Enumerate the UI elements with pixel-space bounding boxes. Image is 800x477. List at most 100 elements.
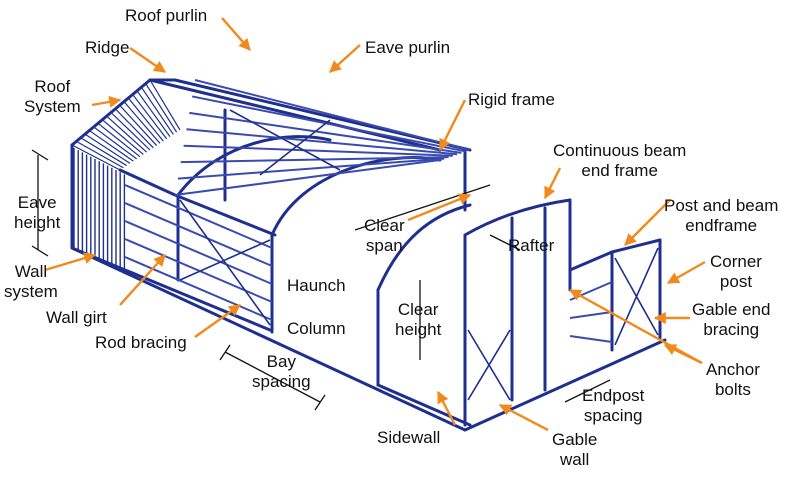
- base-sidewall: [70, 246, 467, 432]
- dimension-lines: [31, 149, 611, 411]
- label-roof-purlin: Roof purlin: [125, 6, 208, 25]
- roof-corrugation: [101, 119, 144, 155]
- gable-end-bracing-x: [614, 247, 659, 346]
- base-gablewall: [463, 338, 667, 432]
- gable-bracing-x1: [467, 329, 511, 401]
- bay-spacing-tick-b: [314, 394, 326, 411]
- label-rafter: Rafter: [508, 236, 555, 255]
- roof-corrugation: [76, 140, 124, 169]
- roof-corrugation: [136, 90, 171, 138]
- roof-corrugation: [145, 83, 178, 133]
- wall-sheeting: [73, 148, 126, 274]
- end-wall-outline: [70, 143, 272, 332]
- roof-purlin-line: [186, 128, 458, 156]
- girts-and-purlins: [124, 79, 613, 343]
- bay-spacing-tick-a: [219, 344, 231, 361]
- label-clear-span: Clear span: [364, 216, 405, 255]
- arrow-wall-system: [44, 252, 97, 272]
- wall-girt: [124, 256, 273, 321]
- wall-girt: [124, 238, 273, 303]
- roof-corrugation: [140, 86, 174, 135]
- arrow-gable-wall: [498, 403, 549, 432]
- label-anchor-bolts: Anchor bolts: [706, 360, 760, 399]
- clear-span-dim: [354, 184, 491, 231]
- arrow-eave-purlin: [329, 44, 361, 73]
- label-bay-spacing: Bay spacing: [252, 352, 311, 391]
- label-eave-height: Eave height: [14, 193, 61, 232]
- wall-girt: [124, 202, 273, 267]
- roof-purlin-line: [189, 111, 462, 154]
- roof-corrugation: [132, 94, 168, 140]
- label-continuous-beam-end-frame: Continuous beam end frame: [553, 141, 687, 180]
- wall-girt: [124, 184, 273, 249]
- eave-height-tick-top: [31, 149, 49, 161]
- endframe-girt: [569, 335, 613, 343]
- roof-purlin-line: [183, 144, 453, 157]
- roof-bracing: [229, 109, 341, 176]
- post-beam-top: [568, 238, 662, 272]
- arrow-wall-girt: [119, 254, 166, 306]
- wall-girt: [124, 220, 273, 285]
- rod-bracing-x1: [179, 199, 271, 326]
- arrow-post-beam: [624, 199, 671, 246]
- rigid-frame-1: [176, 135, 332, 197]
- label-endpost-spacing: Endpost spacing: [582, 386, 645, 425]
- label-ridge: Ridge: [85, 38, 130, 57]
- arrow-rod-bracing: [194, 304, 241, 338]
- rafter-dim: [489, 234, 521, 251]
- endframe-girt: [569, 311, 613, 319]
- roof-purlin-line: [177, 157, 445, 180]
- roof-corrugation: [106, 115, 148, 153]
- roof-corrugation: [149, 79, 181, 131]
- roof-corrugation: [84, 133, 131, 164]
- arrow-anchor-bolts-2: [663, 343, 703, 365]
- arrow-clear-span: [407, 193, 472, 222]
- roof-corrugation: [110, 112, 151, 151]
- label-sidewall: Sidewall: [377, 428, 441, 447]
- roof-corrugation: [123, 101, 161, 144]
- roof-purlin-line: [194, 79, 471, 151]
- roof-corrugation: [114, 108, 154, 149]
- arrow-rigid-frame: [438, 99, 467, 152]
- arrow-anchor-bolts-1: [568, 288, 703, 365]
- label-gable-end-bracing: Gable end bracing: [692, 300, 771, 339]
- end-frame-rafter: [463, 198, 572, 237]
- bay-spacing-dim: [224, 351, 321, 403]
- roof-corrugation: [127, 97, 164, 142]
- roof-corrugation: [97, 122, 141, 158]
- label-rod-bracing: Rod bracing: [95, 333, 187, 352]
- ridge-beam: [148, 78, 442, 152]
- label-column: Column: [287, 319, 346, 338]
- base-back: [376, 383, 472, 427]
- endframe-girt: [569, 281, 613, 301]
- label-roof-system: Roof System: [24, 77, 81, 116]
- roof-purlin-line: [174, 159, 441, 196]
- rafter-arch: [376, 203, 472, 292]
- leader-arrows: [44, 17, 706, 432]
- arrow-sidewall: [436, 390, 457, 426]
- roof-corrugation: [80, 137, 127, 167]
- arrow-corner-post: [666, 260, 706, 285]
- label-haunch: Haunch: [287, 276, 346, 295]
- arrow-continuous-beam: [543, 167, 562, 200]
- label-clear-height: Clear height: [395, 300, 442, 339]
- endpost-spacing-dim: [564, 379, 611, 403]
- eave-height-tick-bottom: [31, 245, 49, 257]
- label-rigid-frame: Rigid frame: [468, 90, 555, 109]
- roof-corrugation: [119, 104, 158, 146]
- label-wall-system: Wall system: [4, 262, 58, 301]
- roof-purlin-line: [191, 95, 466, 153]
- arrow-roof-purlin: [221, 17, 251, 51]
- label-gable-wall: Gable wall: [552, 430, 598, 469]
- arrow-roof-system: [91, 95, 122, 108]
- bracing: [179, 109, 659, 401]
- roof-corrugation: [93, 126, 138, 160]
- roof-purlin-line: [180, 156, 449, 164]
- arrow-ridge: [129, 47, 166, 73]
- label-corner-post: Corner post: [710, 252, 762, 291]
- label-post-and-beam-endframe: Post and beam endframe: [664, 196, 779, 235]
- label-wall-girt: Wall girt: [46, 308, 107, 327]
- roof-sheeting: [71, 79, 181, 171]
